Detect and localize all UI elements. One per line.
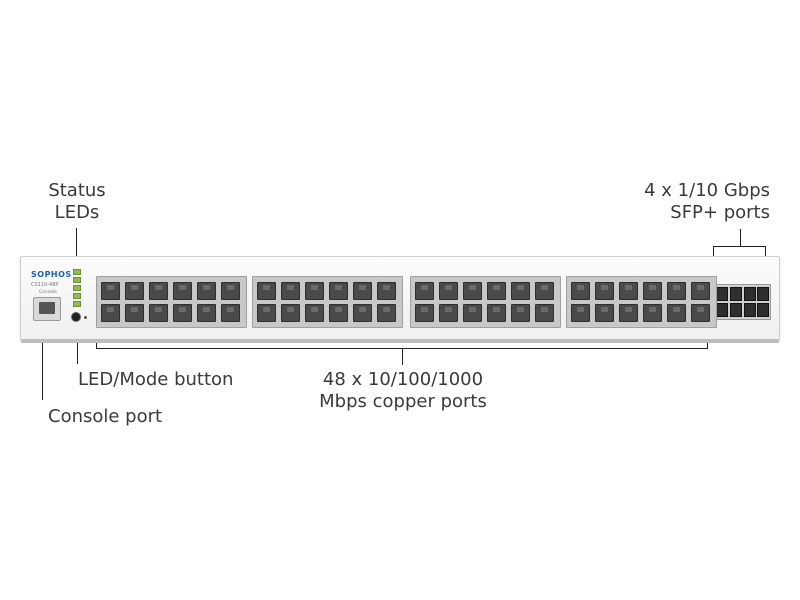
copper-port-block [410,276,561,328]
copper-port[interactable] [377,282,396,300]
status-leds-pointer [76,228,77,260]
status-leds-label-line2: LEDs [54,202,100,223]
copper-ports-label: 48 x 10/100/1000 Mbps copper ports [290,369,516,413]
copper-port[interactable] [149,304,168,322]
sfp-port-5[interactable] [744,287,756,301]
sfp-bracket-left [713,246,714,260]
copper-port[interactable] [197,282,216,300]
switch-front-panel: SOPHOS CS110-48P Console [20,256,780,343]
copper-port[interactable] [571,282,590,300]
status-led-2 [73,277,81,283]
sfp-port-8[interactable] [757,303,769,317]
sfp-ports-label-line1: 4 x 1/10 Gbps [644,180,770,201]
status-leds-label-line1: Status [48,180,106,201]
copper-port[interactable] [535,304,554,322]
copper-port[interactable] [643,304,662,322]
copper-port[interactable] [281,304,300,322]
copper-port[interactable] [101,304,120,322]
led-mode-pointer [77,330,78,364]
copper-port[interactable] [125,282,144,300]
copper-port[interactable] [619,304,638,322]
copper-port-block [96,276,247,328]
copper-port[interactable] [197,304,216,322]
sfp-port-1[interactable] [716,287,728,301]
copper-port[interactable] [667,304,686,322]
copper-port[interactable] [353,304,372,322]
sfp-bracket-top [713,246,766,247]
led-mode-button-label-text: LED/Mode button [78,369,234,390]
led-mode-button-label: LED/Mode button [78,369,233,391]
model-name: CS110-48P [31,282,59,288]
copper-port[interactable] [353,282,372,300]
copper-port[interactable] [415,282,434,300]
copper-port[interactable] [571,304,590,322]
copper-port[interactable] [487,304,506,322]
sfp-port-7[interactable] [757,287,769,301]
sfp-port-block [713,284,771,320]
copper-ports-label-line1: 48 x 10/100/1000 [322,369,484,390]
console-pointer [42,330,43,400]
copper-port[interactable] [463,282,482,300]
sfp-port-4[interactable] [730,303,742,317]
led-mode-button[interactable] [71,312,81,322]
status-led-3 [73,285,81,291]
sfp-port-6[interactable] [744,303,756,317]
sophos-logo: SOPHOS [31,270,72,279]
console-port-label-text: Console port [48,406,163,427]
console-port [33,297,61,321]
sfp-port-2[interactable] [716,303,728,317]
status-led-1 [73,269,81,275]
copper-port-block [566,276,717,328]
copper-port[interactable] [439,304,458,322]
copper-port[interactable] [511,304,530,322]
copper-port[interactable] [595,282,614,300]
copper-port[interactable] [305,304,324,322]
copper-port[interactable] [221,282,240,300]
sfp-bracket-right [765,246,766,260]
status-leds-label: Status LEDs [44,180,110,224]
reset-pin [84,316,87,319]
sfp-port-3[interactable] [730,287,742,301]
copper-port[interactable] [329,282,348,300]
copper-port[interactable] [281,282,300,300]
console-label: Console [39,290,57,295]
copper-port[interactable] [595,304,614,322]
status-led-5 [73,301,81,307]
copper-port[interactable] [257,304,276,322]
copper-port[interactable] [643,282,662,300]
status-led-4 [73,293,81,299]
sfp-ports-label-line2: SFP+ ports [670,202,770,223]
console-port-label: Console port [48,406,162,428]
copper-port[interactable] [487,282,506,300]
copper-port[interactable] [125,304,144,322]
copper-port[interactable] [377,304,396,322]
copper-port[interactable] [535,282,554,300]
copper-port[interactable] [329,304,348,322]
copper-port[interactable] [439,282,458,300]
copper-bracket-stem [402,348,403,365]
copper-port[interactable] [415,304,434,322]
copper-port[interactable] [173,304,192,322]
copper-port[interactable] [149,282,168,300]
copper-port[interactable] [221,304,240,322]
copper-port[interactable] [511,282,530,300]
copper-port[interactable] [619,282,638,300]
copper-ports-label-line2: Mbps copper ports [319,391,487,412]
copper-port[interactable] [101,282,120,300]
copper-port[interactable] [463,304,482,322]
copper-port[interactable] [305,282,324,300]
copper-port[interactable] [667,282,686,300]
copper-port[interactable] [691,304,710,322]
copper-port[interactable] [173,282,192,300]
sfp-bracket-stem [740,229,741,247]
copper-port[interactable] [691,282,710,300]
copper-port[interactable] [257,282,276,300]
copper-port-block [252,276,403,328]
sfp-ports-label: 4 x 1/10 Gbps SFP+ ports [590,180,770,224]
